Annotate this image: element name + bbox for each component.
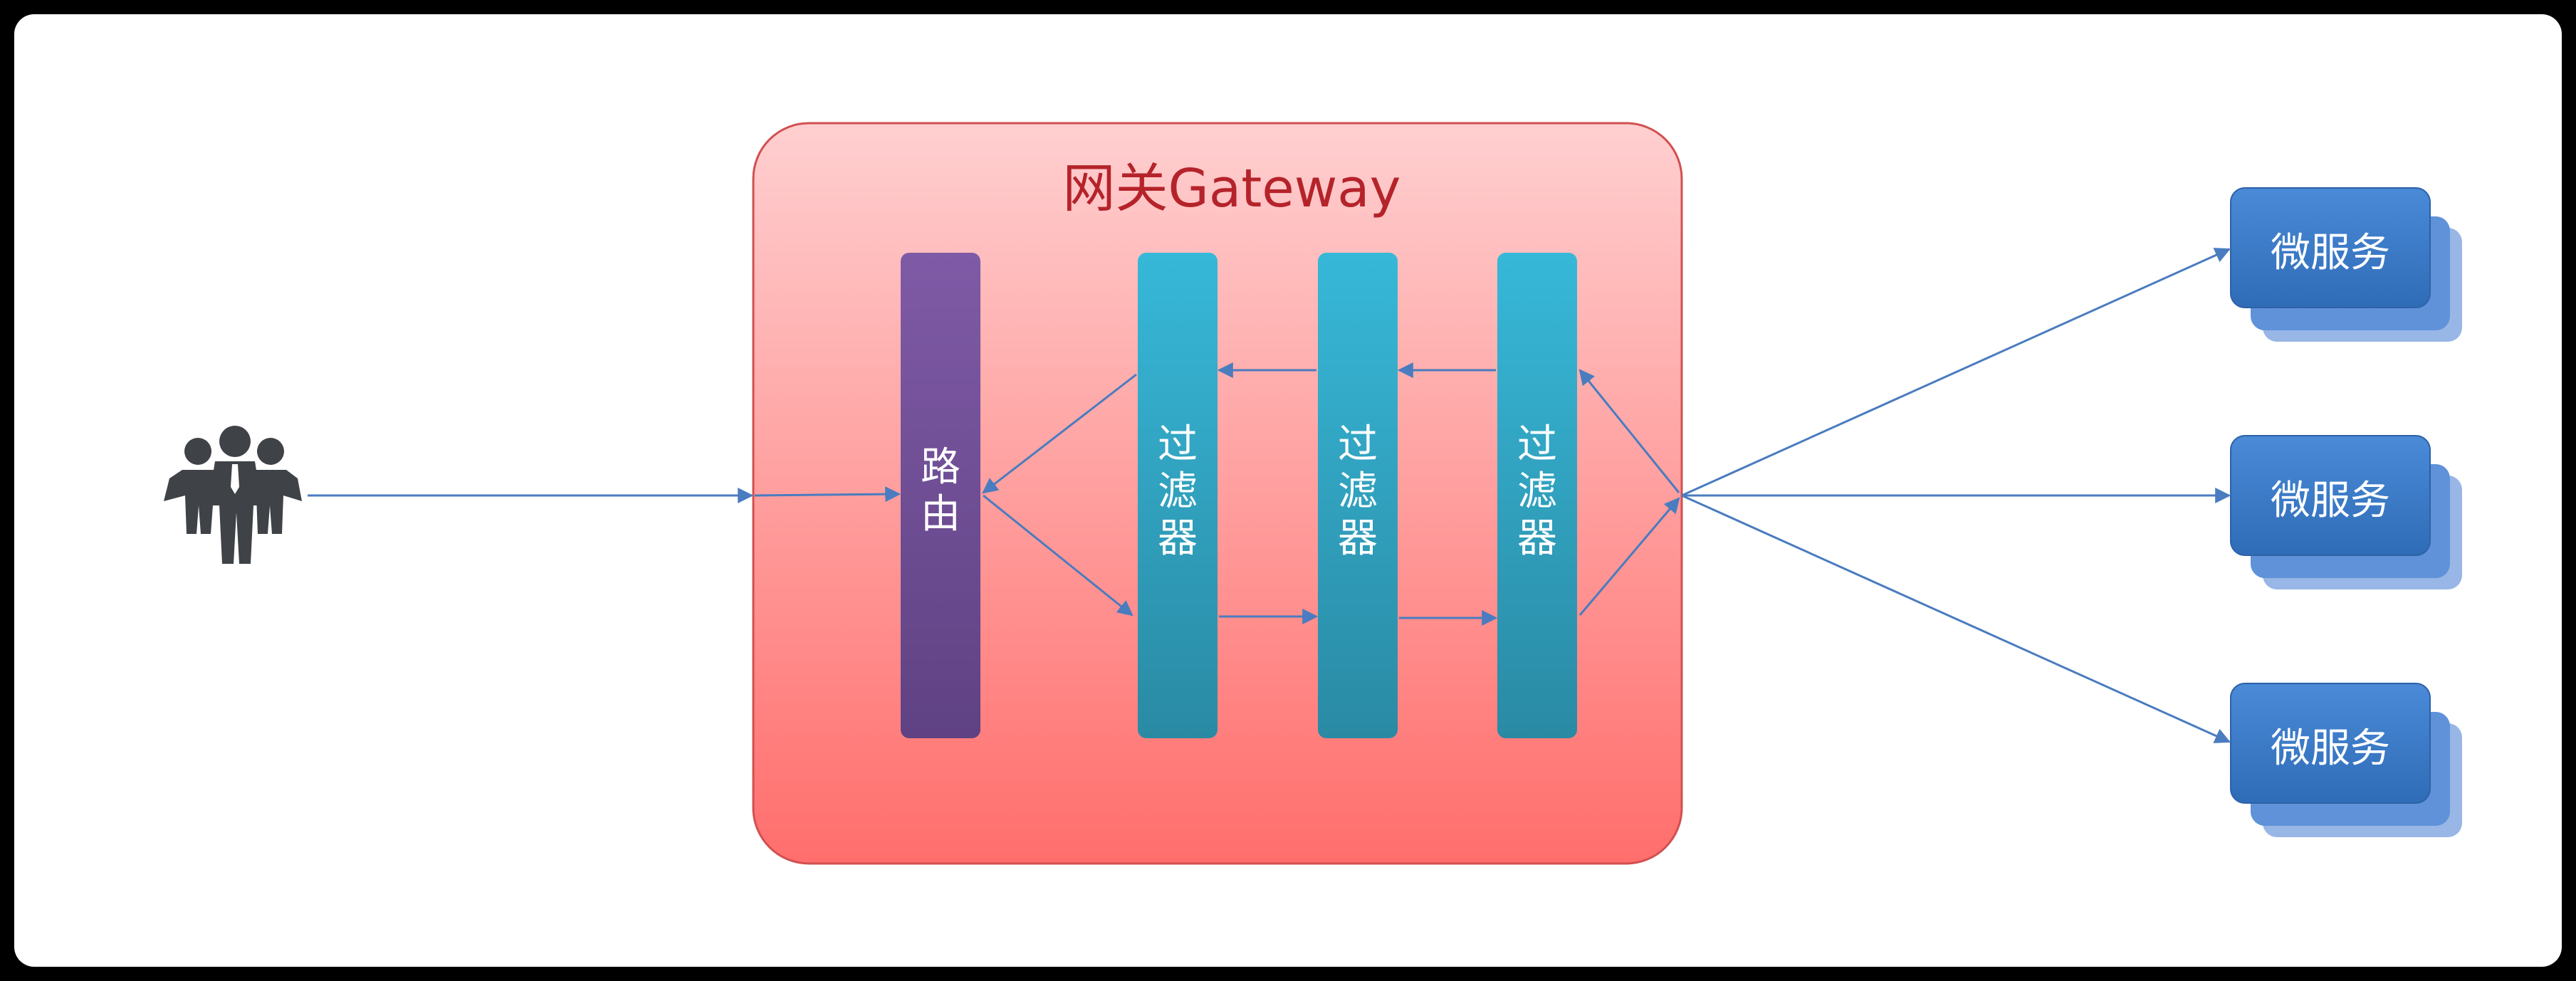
arrow-filter-3-to-hub [1578,497,1680,616]
arrow-gateway-to-router [754,486,901,503]
filter-bar-3 [1497,253,1577,738]
filter-3-label: 过 滤 器 [1497,421,1577,562]
microservice-2-label: 微服务 [2271,478,2390,524]
arrows [308,248,2231,743]
microservice-stack-3 [2230,683,2462,837]
microservice-stack-1 [2230,187,2462,342]
filter-1-label-char-2: 滤 [1158,468,1198,515]
users-group-icon [164,426,302,564]
filter-1-label: 过 滤 器 [1138,421,1218,562]
arrow-hub-to-filter-3 [1578,369,1680,493]
filter-2-label-char-1: 过 [1338,421,1378,468]
diagram-canvas: 网关Gateway 路 由 过 滤 器 过 滤 器 过 滤 器 微服务 微服务 … [14,14,2562,967]
filter-bar-1 [1138,253,1218,738]
arrow-filter-1-to-router [982,373,1137,494]
arrow-hub-to-service-1 [1681,248,2231,497]
filter-3-label-char-3: 器 [1517,515,1557,562]
filter-bar-2 [1318,253,1398,738]
microservice-3-label: 微服务 [2271,725,2390,772]
microservice-stack-2 [2230,435,2462,589]
microservice-1-label: 微服务 [2271,230,2390,276]
router-label: 路 由 [901,444,980,538]
router-bar [901,253,980,738]
filter-2-label: 过 滤 器 [1318,421,1398,562]
gateway-title: 网关Gateway [1062,158,1401,219]
arrow-router-to-filter-1 [983,494,1133,617]
filter-3-label-char-2: 滤 [1517,468,1557,515]
filter-3-label-char-1: 过 [1517,421,1557,468]
router-label-char-2: 由 [921,491,960,537]
arrow-hub-to-service-3 [1681,494,2231,743]
router-label-char-1: 路 [921,444,960,490]
diagram-svg [164,122,2462,865]
filter-1-label-char-1: 过 [1158,421,1198,468]
filter-1-label-char-3: 器 [1158,515,1198,562]
filter-2-label-char-3: 器 [1338,515,1378,562]
filter-2-label-char-2: 滤 [1338,468,1378,515]
